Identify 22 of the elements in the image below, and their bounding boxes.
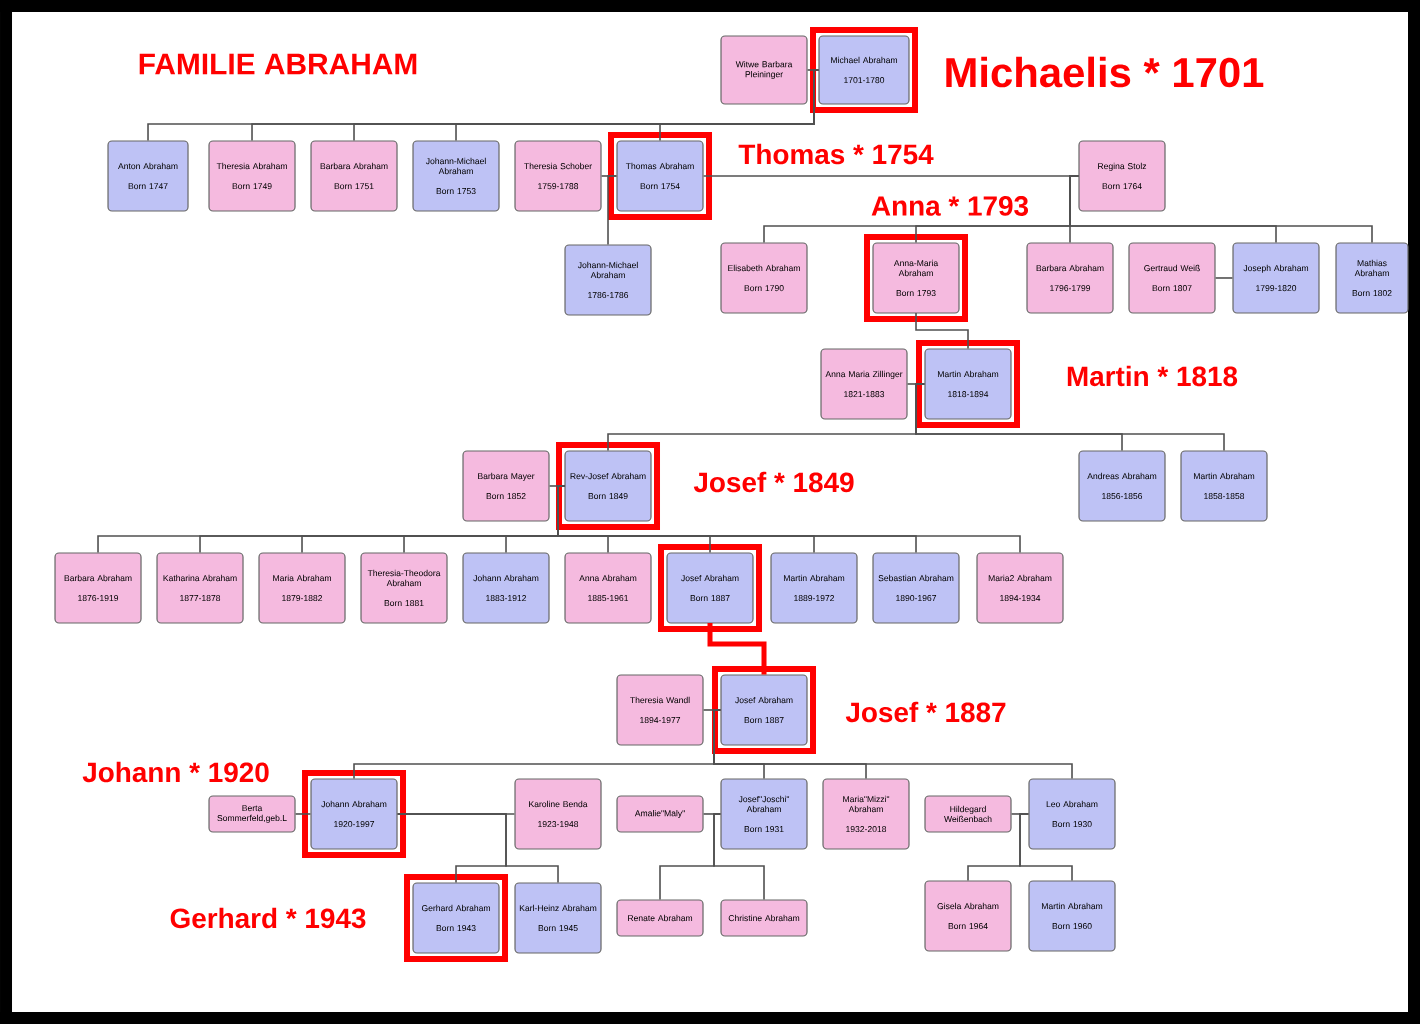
marriage-line xyxy=(1214,277,1234,279)
title: FAMILIE ABRAHAM xyxy=(139,53,417,75)
family-line xyxy=(713,813,765,901)
generation-label: Thomas * 1754 xyxy=(738,143,934,165)
generation-label: Josef * 1887 xyxy=(845,701,1006,723)
family-line xyxy=(1069,175,1373,244)
highlight-line xyxy=(707,620,767,675)
family-line xyxy=(607,175,618,246)
generation-label: Johann * 1920 xyxy=(82,761,269,783)
family-line xyxy=(713,709,1073,780)
family-line xyxy=(557,485,1021,554)
family-line xyxy=(915,312,969,350)
generation-label: Anna * 1793 xyxy=(871,196,1029,216)
family-line xyxy=(396,813,559,884)
generation-label: Josef * 1849 xyxy=(693,471,854,493)
generation-label: Michaelis * 1701 xyxy=(946,56,1264,88)
family-line xyxy=(915,383,1225,452)
family-line xyxy=(1019,813,1073,882)
family-line xyxy=(659,69,820,142)
generation-label: Martin * 1818 xyxy=(1067,365,1238,387)
generation-label: Gerhard * 1943 xyxy=(170,907,366,929)
marriage-line xyxy=(294,813,312,815)
